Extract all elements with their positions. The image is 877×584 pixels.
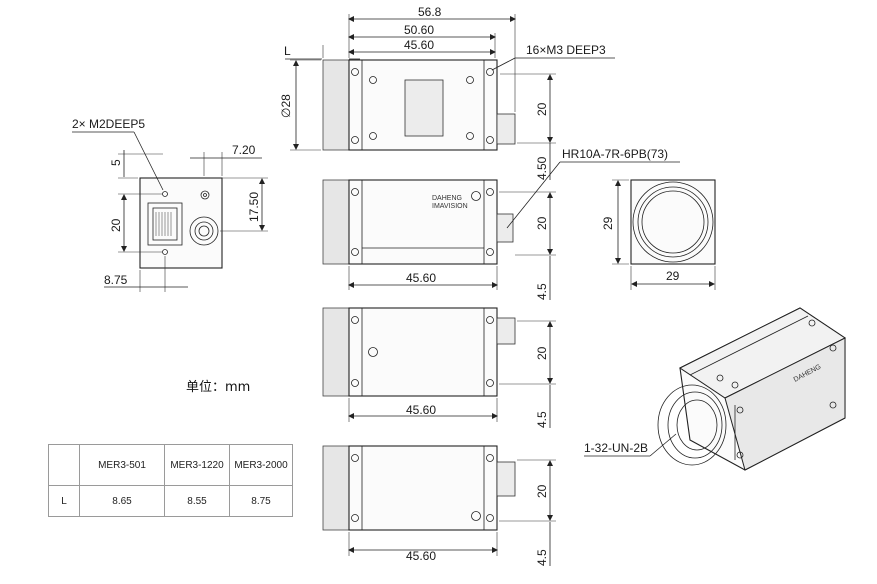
dim-mid-4560: 45.60: [406, 271, 436, 285]
table-row: L 8.65 8.55 8.75: [48, 485, 293, 517]
dim-back-20: 20: [109, 218, 123, 232]
table-header-cell: MER3-501: [79, 444, 165, 486]
dim-body-top: 45.60: [404, 38, 434, 52]
label-connector: HR10A-7R-6PB(73): [562, 147, 668, 161]
label-holes-top: 16×M3 DEEP3: [526, 43, 606, 57]
dim-back-1750: 17.50: [247, 192, 261, 222]
dim-back-720: 7.20: [232, 143, 256, 157]
bottom-view-a: [322, 307, 556, 428]
dim-back-5: 5: [109, 159, 123, 166]
dim-side-450: 4.50: [535, 156, 549, 180]
dim-front-29-w: 29: [666, 269, 680, 283]
dim-v4-45: 4.5: [535, 549, 549, 566]
dim-v3-45: 4.5: [535, 411, 549, 428]
unit-note: 单位：mm: [186, 380, 251, 395]
bottom-view-b: [322, 445, 556, 566]
dim-side-20: 20: [535, 102, 549, 116]
front-view: [612, 179, 716, 290]
dim-total-width: 56.8: [418, 5, 442, 19]
dim-v3-4560: 45.60: [406, 403, 436, 417]
table-header-row: MER3-501 MER3-1220 MER3-2000: [48, 444, 293, 486]
table-header-cell: MER3-1220: [164, 444, 230, 486]
side-view: DAHENG IMAVISION: [322, 161, 680, 300]
table-cell: 8.55: [164, 485, 230, 517]
spec-table: MER3-501 MER3-1220 MER3-2000 L 8.65 8.55…: [48, 444, 293, 517]
table-header-cell: MER3-2000: [229, 444, 293, 486]
dim-v4-4560: 45.60: [406, 549, 436, 563]
label-holes-back: 2× M2DEEP5: [72, 117, 145, 131]
svg-text:IMAVISION: IMAVISION: [432, 203, 468, 210]
dim-l-label: L: [284, 44, 291, 58]
table-header-cell: [48, 444, 80, 486]
back-view: [72, 131, 268, 292]
table-cell: 8.75: [229, 485, 293, 517]
table-cell: 8.65: [79, 485, 165, 517]
dim-diameter: ∅28: [279, 94, 293, 118]
dim-width-5060: 50.60: [404, 23, 434, 37]
dim-front-29-h: 29: [601, 216, 615, 230]
top-view: [285, 14, 615, 180]
dim-v4-20: 20: [535, 484, 549, 498]
dim-v3-20: 20: [535, 346, 549, 360]
dim-mid-45: 4.5: [535, 283, 549, 300]
label-mount: 1-32-UN-2B: [584, 441, 648, 455]
table-row-label: L: [48, 485, 80, 517]
isometric-view: DAHENG: [584, 307, 846, 471]
svg-text:DAHENG: DAHENG: [432, 195, 462, 202]
dim-mid-20: 20: [535, 216, 549, 230]
dim-back-875: 8.75: [104, 273, 128, 287]
